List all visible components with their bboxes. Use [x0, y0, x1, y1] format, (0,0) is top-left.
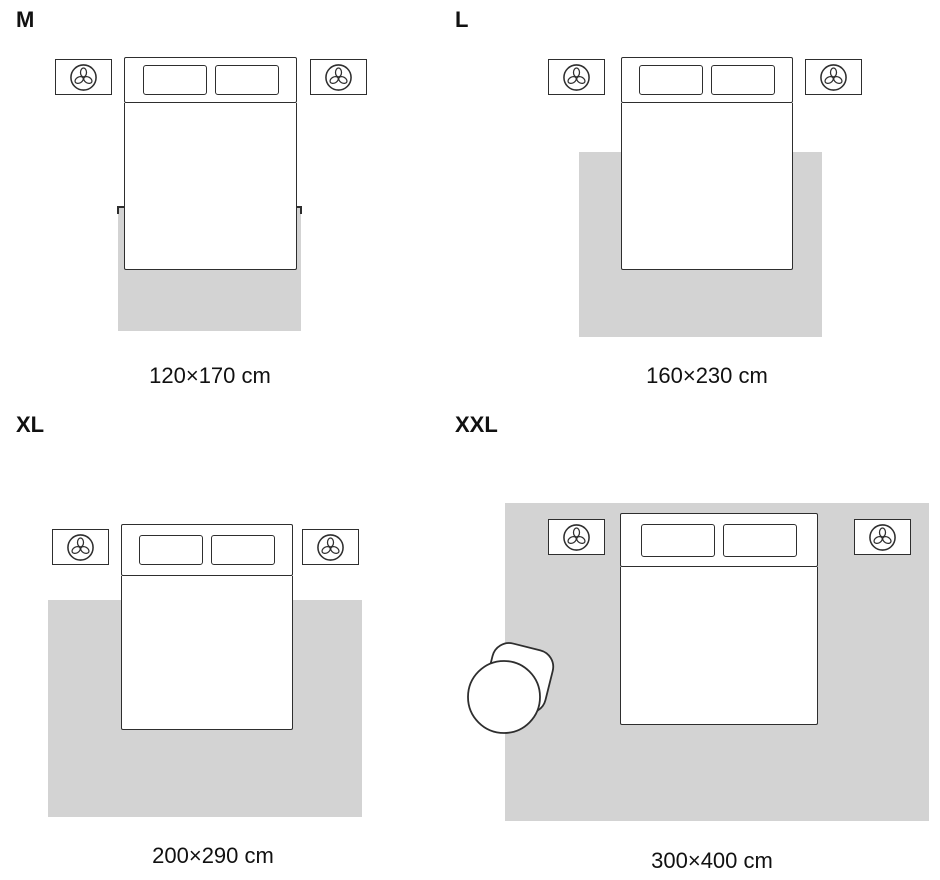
panel-m: M	[0, 0, 470, 400]
plant-icon	[563, 523, 590, 551]
nightstand-right	[310, 59, 367, 95]
bed-headboard	[621, 57, 793, 103]
plant-icon	[325, 63, 352, 91]
size-label-xl: XL	[16, 412, 45, 437]
bed-mattress	[121, 576, 293, 730]
rug-corner-tick-right	[295, 206, 302, 214]
nightstand-right	[302, 529, 359, 565]
bed	[121, 524, 293, 730]
bed	[620, 513, 818, 725]
dimension-label-m: 120×170 cm	[149, 363, 271, 388]
bed-mattress	[621, 103, 793, 270]
size-label-l: L	[455, 7, 469, 32]
nightstand-left	[55, 59, 112, 95]
rug-corner-tick-left	[117, 206, 124, 214]
nightstand-left	[548, 59, 605, 95]
nightstand-right	[854, 519, 911, 555]
nightstand-left	[548, 519, 605, 555]
armchair-icon	[467, 642, 555, 734]
pillow-right	[723, 523, 797, 557]
panel-xxl: XXL	[440, 400, 940, 880]
plant-icon	[563, 63, 590, 91]
pillow-left	[641, 523, 715, 557]
bed	[621, 57, 793, 270]
dimension-label-xl: 200×290 cm	[152, 843, 274, 868]
size-label-xxl: XXL	[455, 412, 498, 437]
panel-xl: XL	[0, 400, 470, 880]
bed-headboard	[620, 513, 818, 567]
bed-headboard	[121, 524, 293, 576]
plant-icon	[70, 63, 97, 91]
pillow-right	[211, 535, 275, 565]
bed	[124, 57, 297, 270]
plant-icon	[820, 63, 847, 91]
plant-icon	[67, 533, 94, 561]
pillow-left	[139, 535, 203, 565]
plant-icon	[317, 533, 344, 561]
plant-icon	[869, 523, 896, 551]
pillow-right	[214, 65, 279, 95]
pillow-left	[142, 65, 207, 95]
dimension-label-l: 160×230 cm	[646, 363, 768, 388]
nightstand-right	[805, 59, 862, 95]
bed-mattress	[620, 567, 818, 725]
bed-mattress	[124, 103, 297, 270]
panel-l: L	[440, 0, 940, 400]
size-label-m: M	[16, 7, 35, 32]
dimension-label-xxl: 300×400 cm	[651, 848, 773, 873]
pillow-left	[639, 65, 703, 95]
nightstand-left	[52, 529, 109, 565]
bed-headboard	[124, 57, 297, 103]
pillow-right	[711, 65, 775, 95]
